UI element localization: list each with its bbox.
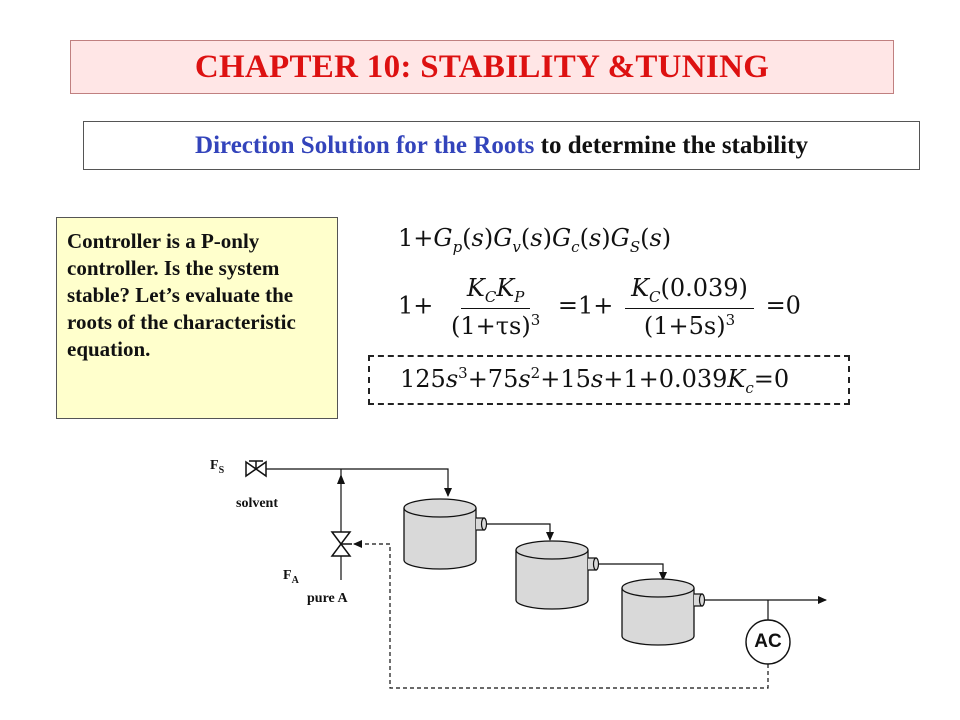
eq3-pow2: 2: [530, 364, 541, 382]
tank-3: [621, 578, 706, 646]
eq2-equals-one: =1+: [557, 291, 614, 320]
eq2-one: 1+: [398, 291, 434, 320]
eq1-g: G: [610, 224, 630, 252]
fa-sub: A: [291, 574, 299, 586]
eq1-sub-c: c: [571, 237, 580, 256]
equation-closed-loop: 1+ KCKP (1+τs)3 =1+ KC(0.039) (1+5s)3 =0: [398, 274, 801, 340]
flow-line-1-2: [486, 523, 554, 541]
eq2-fraction-2: KC(0.039) (1+5s)3: [625, 274, 754, 340]
eq3-term1: 125: [400, 365, 446, 393]
pure-a-label: pure A: [307, 591, 348, 606]
eq3-s: s: [590, 365, 604, 393]
solvent-label: solvent: [236, 496, 278, 511]
analyzer-controller-label: AC: [754, 631, 782, 652]
eq1-lead: 1+: [398, 224, 434, 252]
tank-1: [403, 498, 488, 570]
title-banner: CHAPTER 10: STABILITY &TUNING: [70, 40, 894, 94]
eq3-term2: +75: [467, 365, 519, 393]
eq2-cube-1: 3: [530, 310, 541, 329]
eq2-den-1: (1+τs): [451, 311, 531, 340]
fs-main: F: [210, 458, 219, 473]
control-valve-icon: [330, 531, 352, 557]
equation-open-loop: 1+Gp(s)Gv(s)Gc(s)GS(s): [398, 224, 672, 256]
eq1-s: s: [471, 224, 484, 252]
eq3-sub-c: c: [745, 378, 754, 397]
eq3-term4: +1+0.039: [603, 365, 728, 393]
pure-a-arrow-icon: [337, 474, 345, 484]
equation-characteristic: 125s3+75s2+15s+1+0.039Kc=0: [400, 364, 789, 397]
eq2-k: K: [466, 274, 485, 302]
eq2-k: K: [631, 274, 649, 302]
eq1-s: s: [530, 224, 543, 252]
control-signal-line: [353, 540, 769, 689]
eq1-s: s: [649, 224, 662, 252]
eq2-den-2: (1+5s): [643, 311, 726, 340]
eq2-k: K: [496, 274, 515, 302]
solvent-valve-icon: [245, 460, 267, 478]
eq3-s: s: [445, 365, 459, 393]
page-title: CHAPTER 10: STABILITY &TUNING: [194, 48, 770, 85]
tank-2: [515, 540, 600, 610]
fa-main: F: [283, 568, 292, 583]
eq3-term3: +15: [540, 365, 591, 393]
eq2-fraction-1: KCKP (1+τs)3: [445, 274, 546, 340]
eq1-sub-p: p: [452, 237, 463, 256]
solvent-feed-line: [266, 468, 452, 497]
eq1-g: G: [433, 224, 453, 252]
note-text: Controller is a P-only controller. Is th…: [67, 229, 296, 361]
subtitle-banner: Direction Solution for the Roots to dete…: [83, 121, 920, 170]
eq1-s: s: [588, 224, 602, 252]
fs-sub: S: [218, 464, 225, 476]
eq2-coef: (0.039): [660, 274, 748, 302]
flow-line-2-3: [598, 563, 667, 581]
eq1-sub-v: v: [512, 237, 521, 256]
eq3-k: K: [727, 365, 746, 393]
equation-highlight-box: [368, 355, 850, 405]
eq2-zero: =0: [765, 291, 801, 320]
eq2-sub-c: C: [649, 287, 661, 306]
subtitle-highlight: Direction Solution for the Roots: [195, 131, 535, 159]
note-box: Controller is a P-only controller. Is th…: [56, 217, 338, 419]
eq1-sub-s: S: [629, 237, 641, 256]
eq3-s: s: [518, 365, 531, 393]
fa-label: FA: [283, 568, 299, 586]
eq3-zero: =0: [753, 365, 790, 393]
eq2-cube-2: 3: [725, 310, 736, 329]
eq3-pow3: 3: [458, 364, 468, 382]
eq1-g: G: [493, 224, 513, 252]
eq2-sub-p: P: [514, 287, 525, 306]
eq2-sub-c: C: [484, 287, 497, 306]
fs-label: FS: [210, 458, 224, 476]
subtitle-rest: to determine the stability: [534, 131, 808, 159]
eq1-g: G: [551, 224, 572, 252]
